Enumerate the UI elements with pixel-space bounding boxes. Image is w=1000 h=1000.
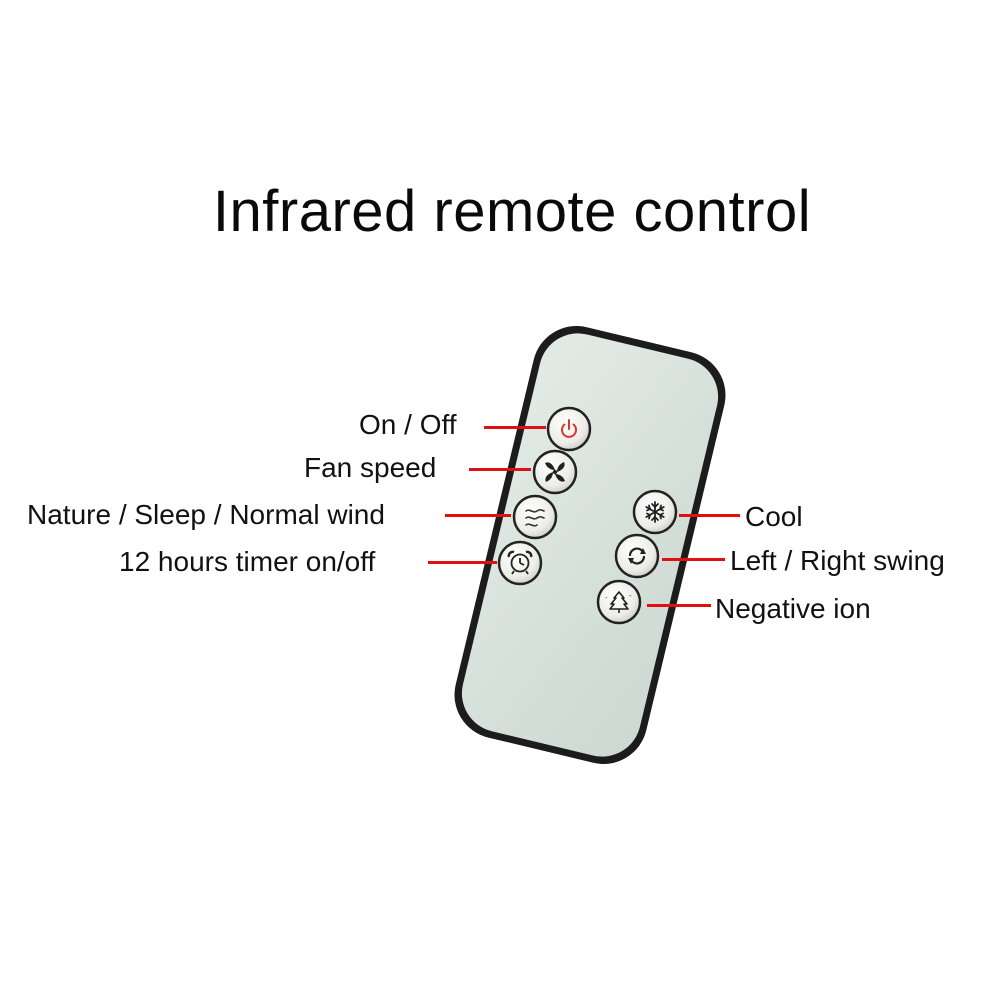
timer-button[interactable] bbox=[497, 540, 543, 586]
fan-speed-button[interactable] bbox=[532, 449, 578, 495]
power-icon bbox=[561, 419, 577, 438]
snowflake-icon bbox=[645, 501, 665, 523]
page-title: Infrared remote control bbox=[212, 179, 812, 244]
pointer-line-swing bbox=[662, 558, 725, 561]
label-fan-speed: Fan speed bbox=[304, 452, 437, 483]
label-wind-mode: Nature / Sleep / Normal wind bbox=[27, 499, 385, 530]
label-on-off: On / Off bbox=[359, 409, 457, 440]
svg-text:-: - bbox=[629, 592, 632, 600]
label-cool: Cool bbox=[745, 501, 803, 532]
pointer-line-cool bbox=[679, 514, 740, 517]
label-timer: 12 hours timer on/off bbox=[119, 546, 376, 577]
tree-icon: - - bbox=[605, 591, 632, 613]
negative-ion-button[interactable]: - - bbox=[596, 579, 642, 625]
pointer-line-fan-speed bbox=[469, 468, 531, 471]
wind-mode-button[interactable] bbox=[512, 494, 558, 540]
wind-icon bbox=[525, 509, 545, 527]
alarm-clock-icon bbox=[507, 550, 533, 575]
cool-button[interactable] bbox=[632, 489, 678, 535]
pointer-line-wind bbox=[445, 514, 511, 517]
swing-icon bbox=[628, 547, 646, 565]
svg-text:-: - bbox=[605, 594, 608, 602]
label-negative-ion: Negative ion bbox=[715, 593, 871, 624]
pointer-line-on-off bbox=[484, 426, 546, 429]
pointer-line-negative-ion bbox=[647, 604, 711, 607]
power-button[interactable] bbox=[546, 406, 592, 452]
pointer-line-timer bbox=[428, 561, 497, 564]
swing-button[interactable] bbox=[614, 533, 660, 579]
fan-icon bbox=[545, 462, 565, 482]
label-swing: Left / Right swing bbox=[730, 545, 945, 576]
remote-body bbox=[454, 326, 726, 764]
